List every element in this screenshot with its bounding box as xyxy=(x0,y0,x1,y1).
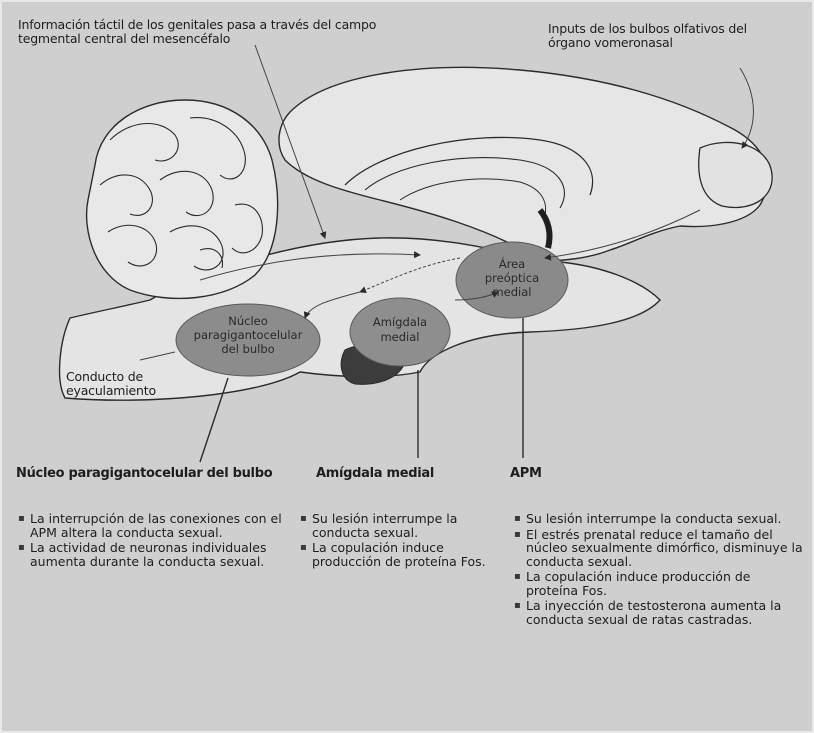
finding-item: La inyección de testosterona aumenta la … xyxy=(514,599,804,626)
annotation-ejaculatory-duct: Conducto de eyaculamiento xyxy=(66,370,181,398)
column-amygdala: Su lesión interrumpe la conducta sexual.… xyxy=(300,512,500,570)
finding-item: Su lesión interrumpe la conducta sexual. xyxy=(300,512,500,539)
annotation-tactile-input: Información táctil de los genitales pasa… xyxy=(18,18,438,46)
column-paragigantocellular: La interrupción de las conexiones con el… xyxy=(18,512,283,570)
nucleus-label-paragigantocellular-2: paragigantocelular xyxy=(194,328,303,342)
nucleus-label-paragigantocellular-3: del bulbo xyxy=(221,342,274,356)
annotation-olfactory-input: Inputs de los bulbos olfativos del órgan… xyxy=(548,22,778,50)
finding-item: La copulación induce producción de prote… xyxy=(300,541,500,568)
column-apm: Su lesión interrumpe la conducta sexual.… xyxy=(514,512,804,628)
finding-item: El estrés prenatal reduce el tamaño del … xyxy=(514,528,804,569)
olfactory-bulb xyxy=(699,142,772,207)
nucleus-label-apm-1: Área xyxy=(499,256,525,271)
nucleus-label-paragigantocellular-1: Núcleo xyxy=(228,314,268,328)
finding-item: Su lesión interrumpe la conducta sexual. xyxy=(514,512,804,526)
heading-paragigantocellular: Núcleo paragigantocelular del bulbo xyxy=(16,466,276,481)
nucleus-label-amygdala-2: medial xyxy=(380,330,419,344)
cerebellum xyxy=(87,100,278,298)
finding-item: La actividad de neuronas individuales au… xyxy=(18,541,283,568)
heading-apm: APM xyxy=(510,466,630,481)
nucleus-label-amygdala-1: Amígdala xyxy=(373,315,427,329)
finding-item: La copulación induce producción de prote… xyxy=(514,570,804,597)
heading-amygdala: Amígdala medial xyxy=(316,466,476,481)
nucleus-label-apm-3: medial xyxy=(492,285,531,299)
nucleus-label-apm-2: preóptica xyxy=(485,271,539,285)
cerebral-hemisphere xyxy=(279,67,768,260)
finding-item: La interrupción de las conexiones con el… xyxy=(18,512,283,539)
